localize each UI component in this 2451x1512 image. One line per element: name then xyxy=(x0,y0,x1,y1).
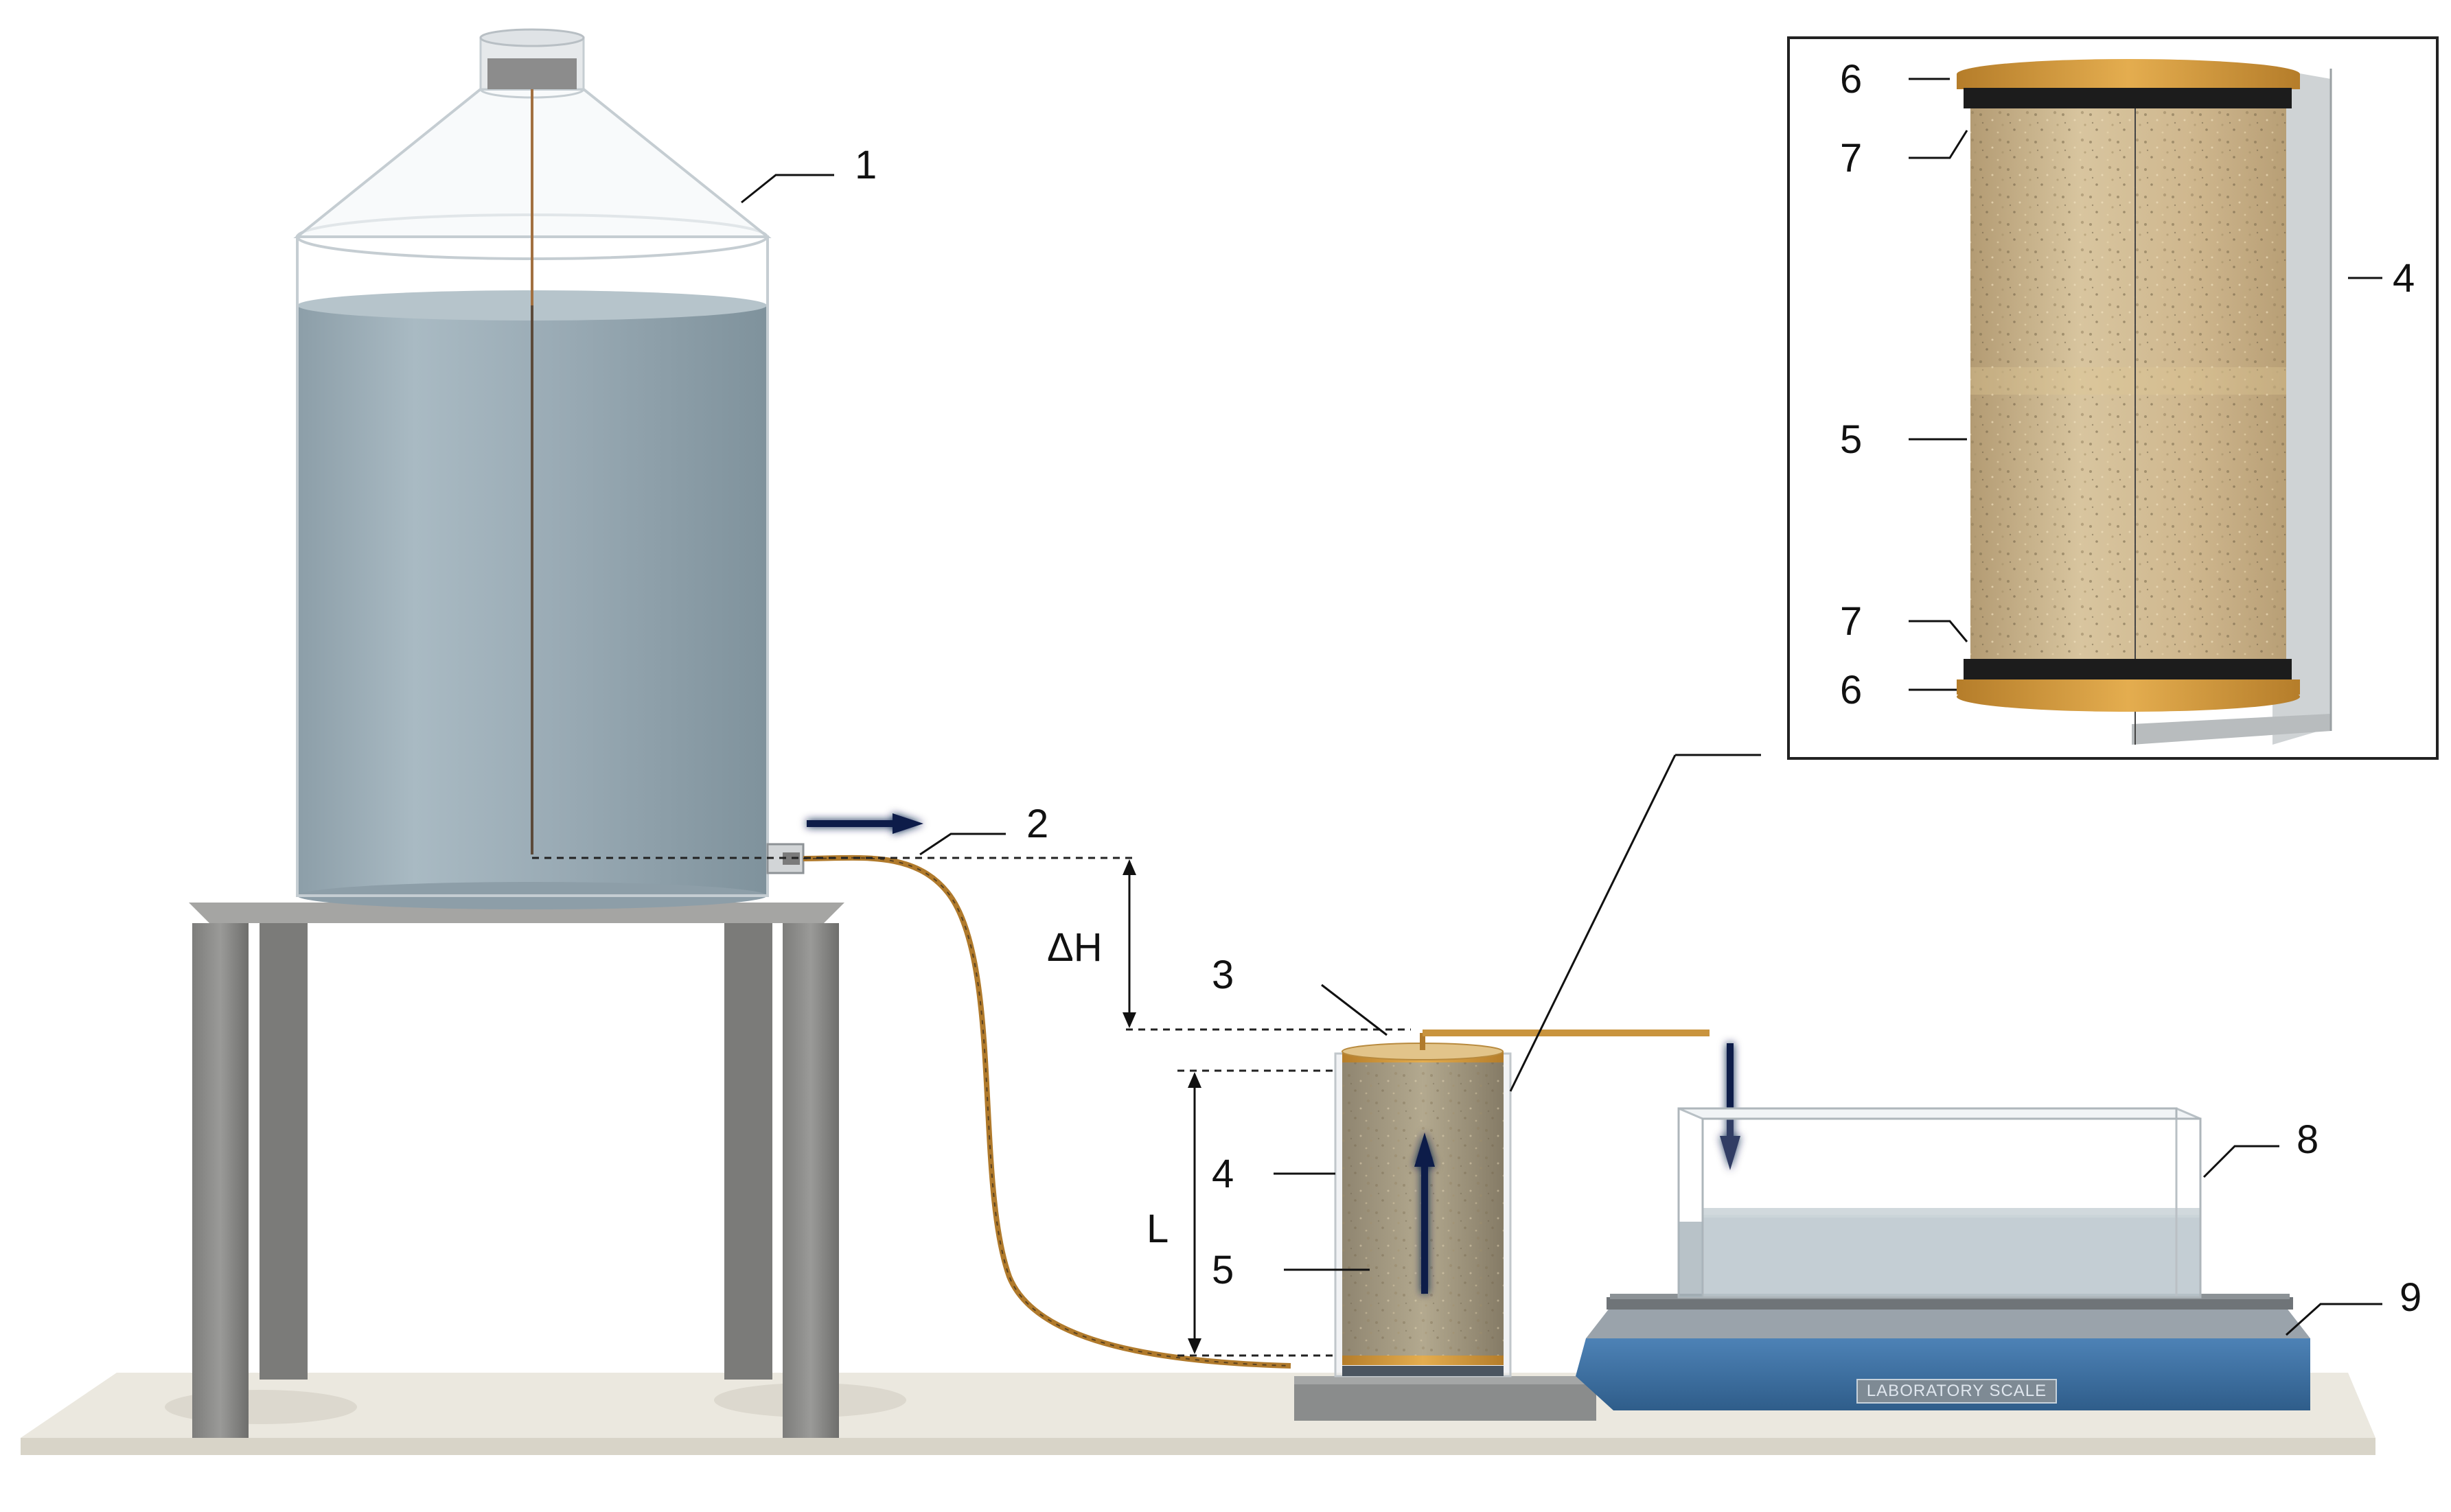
column-base xyxy=(1294,1376,1596,1421)
label-leaders xyxy=(741,78,2382,1336)
detail-inset xyxy=(1787,36,2439,760)
label-soil-sample: 5 xyxy=(1212,1248,1234,1292)
water-container xyxy=(1677,1107,2202,1299)
inset-leader-line xyxy=(1509,754,1677,1092)
label-inset-cap-bottom: 6 xyxy=(1840,668,1862,712)
label-inset-gasket-bottom: 7 xyxy=(1840,599,1862,644)
flow-arrow-right xyxy=(807,813,923,834)
label-scale: 9 xyxy=(2400,1275,2421,1320)
label-inset-gasket-top: 7 xyxy=(1840,136,1862,181)
soil-column xyxy=(1334,1030,1710,1377)
label-inset-soil-sample: 5 xyxy=(1840,417,1862,462)
label-length: L xyxy=(1147,1207,1169,1251)
water-tank xyxy=(293,28,805,909)
head-dimension xyxy=(532,857,1411,1031)
flow-arrow-up xyxy=(1414,1132,1435,1294)
label-inlet-tube: 3 xyxy=(1212,953,1234,997)
label-inset-cap-top: 6 xyxy=(1840,57,1862,102)
label-delta-h: ΔH xyxy=(1047,925,1103,970)
laboratory-scale: LABORATORY SCALE xyxy=(1576,1294,2310,1410)
label-outlet: 2 xyxy=(1026,802,1048,846)
tank-stand xyxy=(189,903,844,1438)
flow-arrow-down xyxy=(1720,1043,1740,1170)
label-inset-column-wall: 4 xyxy=(2393,256,2415,301)
scale-plate-text: LABORATORY SCALE xyxy=(1867,1382,2047,1400)
length-dimension xyxy=(1177,1069,1335,1357)
label-container: 8 xyxy=(2297,1117,2318,1162)
label-tank: 1 xyxy=(855,143,877,187)
label-column-wall: 4 xyxy=(1212,1152,1234,1196)
